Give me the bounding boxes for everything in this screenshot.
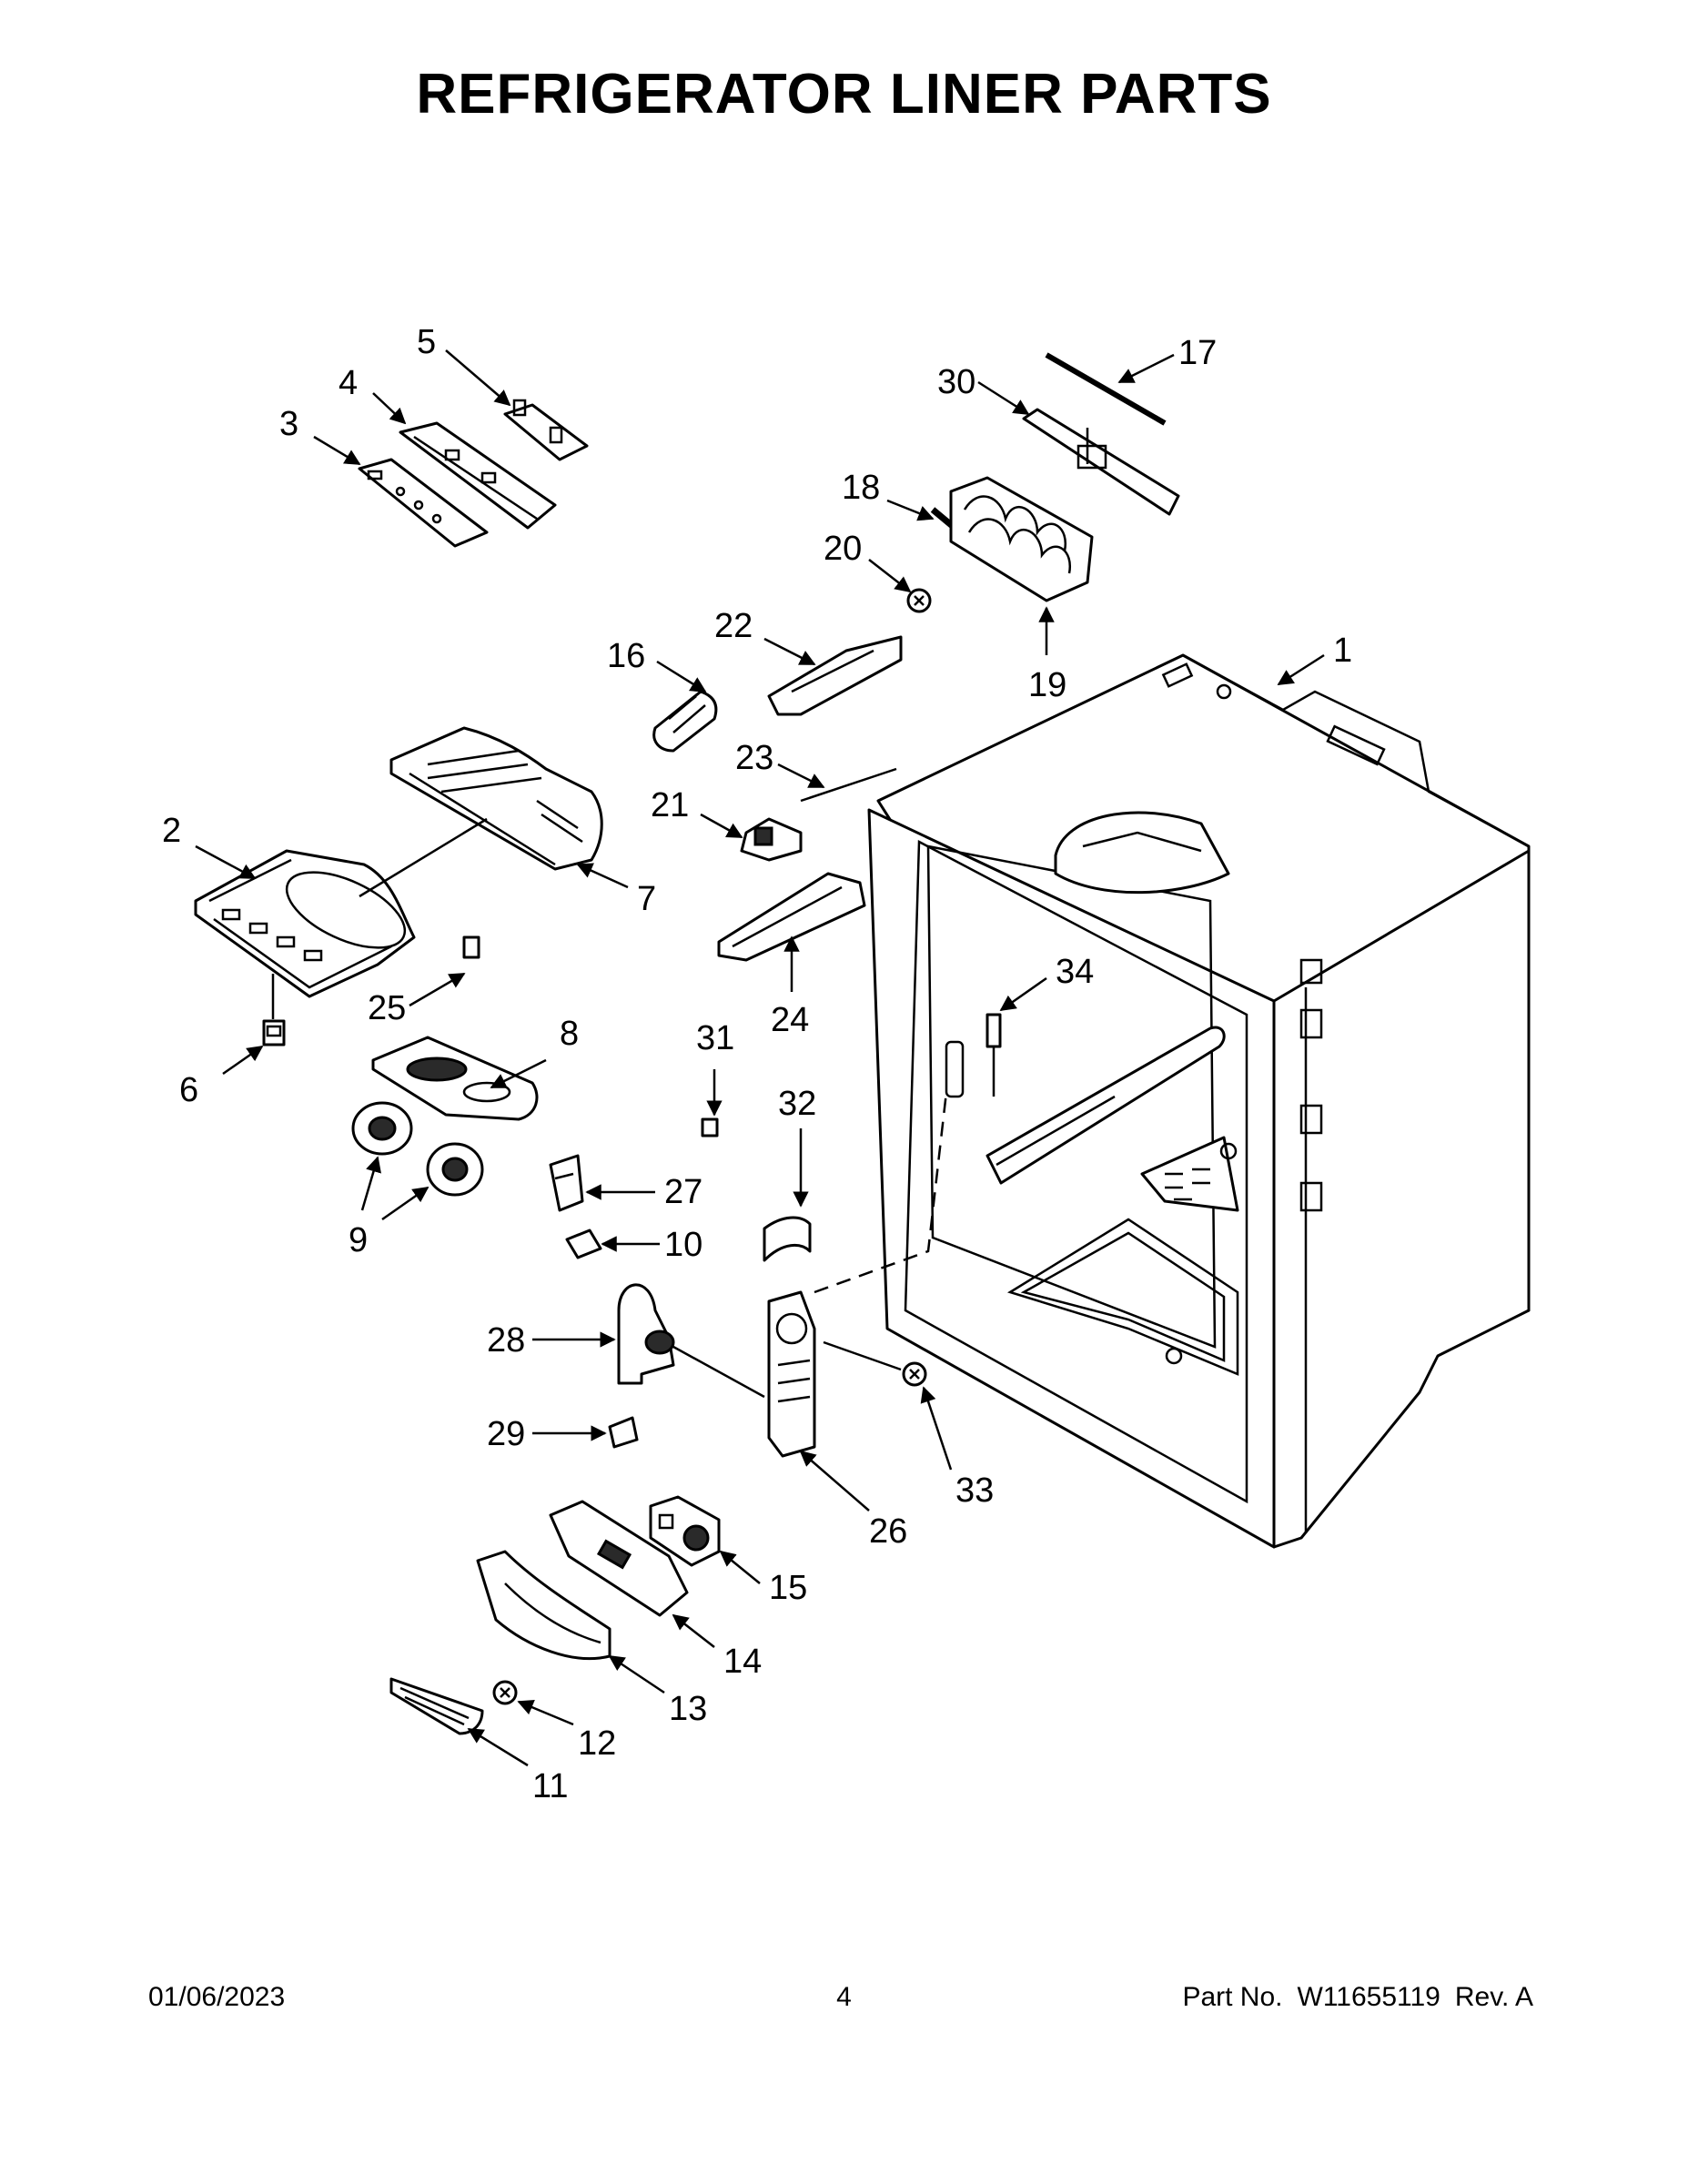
callout-labels: 1 2 3 4 5 6 7 8 9 10 11 12 13 14 15 16 1… — [162, 323, 1352, 1805]
part-sensor — [986, 1013, 1002, 1097]
part-dispenser-bracket — [549, 1500, 689, 1617]
part-dispenser-cover — [767, 1290, 816, 1458]
part-liner-box — [867, 653, 1531, 1549]
footer-page-number: 4 — [836, 1982, 852, 2012]
part-clip-10 — [565, 1228, 602, 1259]
callout-label-20: 20 — [824, 530, 862, 568]
callout-label-11: 11 — [532, 1767, 568, 1805]
assembly-lines — [271, 428, 1089, 1399]
callout-label-19: 19 — [1028, 666, 1066, 704]
part-water-tube — [617, 1283, 675, 1385]
callout-label-1: 1 — [1333, 632, 1352, 670]
callout-label-25: 25 — [368, 989, 406, 1027]
part-screw-12 — [492, 1680, 518, 1705]
callout-label-14: 14 — [723, 1643, 762, 1681]
part-connector — [503, 399, 589, 461]
part-dispenser-trim — [476, 1550, 612, 1661]
part-clip-31 — [701, 1117, 719, 1138]
part-tray — [371, 1036, 539, 1121]
part-label: Part No. — [1182, 1982, 1283, 2012]
callout-label-21: 21 — [651, 786, 689, 824]
part-clip-29 — [608, 1416, 639, 1449]
callout-label-26: 26 — [869, 1512, 907, 1551]
callout-label-2: 2 — [162, 812, 181, 850]
callout-label-28: 28 — [487, 1321, 525, 1360]
callout-label-12: 12 — [578, 1724, 616, 1763]
part-control-overlay — [358, 458, 489, 548]
part-clip-25 — [462, 935, 480, 959]
page-title: REFRIGERATOR LINER PARTS — [416, 63, 1272, 126]
part-duct — [767, 635, 903, 716]
part-control-housing — [194, 849, 416, 998]
part-seal-strip — [1045, 352, 1167, 426]
part-evaporator — [949, 476, 1094, 602]
callout-label-30: 30 — [937, 363, 975, 401]
callout-label-33: 33 — [955, 1471, 994, 1510]
callout-label-13: 13 — [669, 1690, 707, 1728]
callout-label-10: 10 — [664, 1226, 702, 1264]
revision: Rev. A — [1454, 1982, 1533, 2012]
callout-label-8: 8 — [560, 1015, 579, 1053]
callout-label-22: 22 — [714, 607, 753, 645]
callout-label-29: 29 — [487, 1415, 525, 1453]
callout-label-16: 16 — [607, 637, 645, 675]
footer-part-number: Part No. W11655119 Rev. A — [1182, 1982, 1533, 2013]
part-air-cover — [389, 726, 603, 871]
callout-label-5: 5 — [417, 323, 436, 361]
part-motor — [649, 1495, 721, 1567]
callout-label-4: 4 — [339, 364, 358, 402]
callout-arrows — [195, 349, 1325, 1767]
callout-label-9: 9 — [349, 1221, 368, 1259]
part-screw-20 — [906, 588, 932, 613]
footer-date: 01/06/2023 — [148, 1982, 286, 2012]
part-knobs — [351, 1101, 484, 1197]
callout-label-31: 31 — [696, 1019, 734, 1057]
callout-label-18: 18 — [842, 469, 880, 507]
part-bracket-27 — [549, 1154, 584, 1212]
callout-label-23: 23 — [735, 739, 773, 777]
part-bottom-grille — [389, 1677, 484, 1735]
callout-label-24: 24 — [771, 1001, 809, 1039]
callout-label-6: 6 — [179, 1071, 198, 1109]
callout-label-32: 32 — [778, 1085, 816, 1123]
part-switch — [262, 1019, 286, 1046]
part-bracket-30 — [1022, 408, 1180, 516]
part-channel — [717, 872, 866, 962]
callout-label-27: 27 — [664, 1173, 702, 1211]
part-tube-23 — [800, 767, 897, 803]
part-number: W11655119 — [1297, 1982, 1440, 2012]
callout-label-34: 34 — [1056, 953, 1094, 991]
part-filter-cap — [652, 690, 718, 753]
callout-label-15: 15 — [769, 1569, 807, 1607]
callout-label-7: 7 — [637, 880, 656, 918]
part-control-panel — [399, 421, 557, 530]
part-screw-33 — [902, 1361, 927, 1387]
part-valve — [740, 817, 803, 862]
callout-label-3: 3 — [279, 405, 298, 443]
callout-label-17: 17 — [1178, 334, 1217, 372]
part-cap-32 — [763, 1216, 812, 1262]
